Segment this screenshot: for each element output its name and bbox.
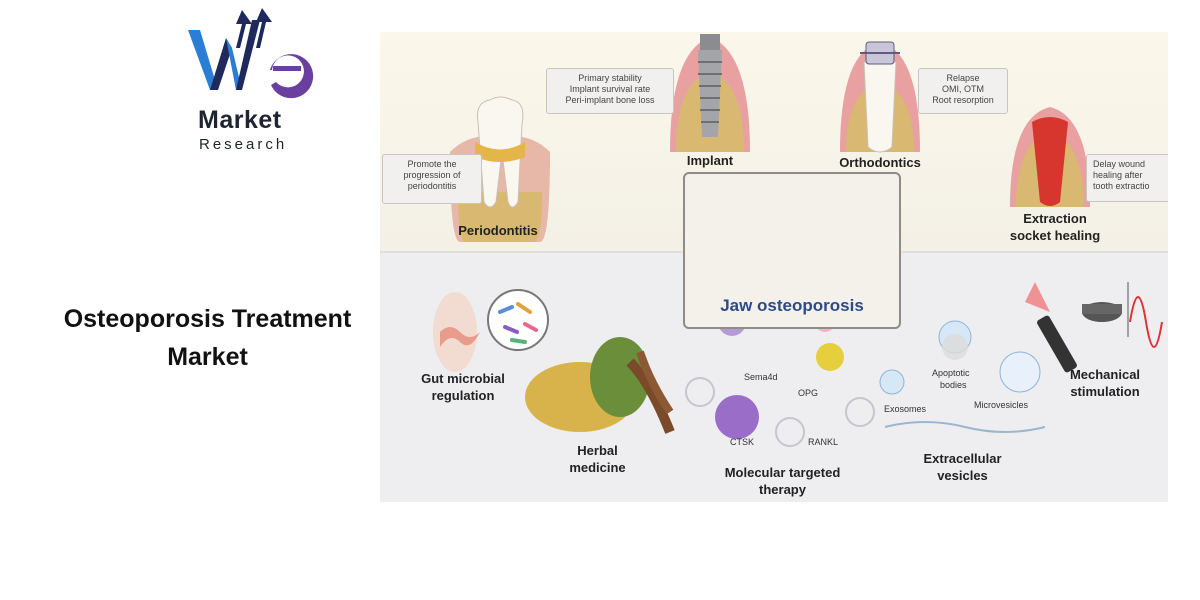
note-line: healing after (1093, 170, 1143, 180)
logo-wordmark-research: Research (199, 136, 288, 153)
vesicles-label-line-1: Extracellular (923, 451, 1002, 466)
mechanical-stimulation-label: Mechanical stimulation (1050, 366, 1160, 400)
gut-label-line-1: Gut microbial (421, 371, 505, 386)
jaw-osteoporosis-box: Jaw osteoporosis (683, 172, 901, 329)
gut-label-line-2: regulation (431, 388, 495, 403)
herbal-label-line-2: medicine (569, 460, 626, 475)
note-line: Primary stability (578, 73, 642, 83)
mechanical-label-line-2: stimulation (1070, 384, 1140, 399)
title-line-1: Osteoporosis Treatment (63, 305, 352, 333)
note-line: Root resorption (932, 95, 994, 105)
osteoporosis-diagram: Promote the progression of periodontitis… (380, 32, 1168, 502)
note-line: Relapse (946, 73, 980, 83)
brand-logo: Market Research (180, 8, 320, 153)
exosomes-label: Exosomes (884, 404, 927, 414)
ctsk-label: CTSK (730, 437, 755, 447)
herbal-label-line-1: Herbal (577, 443, 618, 458)
note-line: Delay wound (1093, 159, 1146, 169)
extracellular-vesicles-label: Extracellular vesicles (900, 450, 1025, 484)
logo-wordmark-market: Market (198, 106, 282, 134)
opg-label: OPG (798, 388, 819, 398)
note-line: tooth extractio (1093, 181, 1150, 191)
note-line: Implant survival rate (569, 84, 651, 94)
note-line: OMI, OTM (942, 84, 984, 94)
page-title: Osteoporosis Treatment Market (30, 300, 385, 376)
implant-note: Primary stability Implant survival rate … (546, 68, 674, 114)
herbal-medicine-icon (525, 337, 675, 434)
extracellular-vesicles-icon (879, 320, 1046, 433)
microvesicles-label: Microvesicles (974, 400, 1029, 410)
implant-icon (670, 34, 750, 152)
rankl-label: RANKL (808, 437, 839, 447)
extraction-note: Delay wound healing after tooth extracti… (1086, 154, 1168, 202)
molecular-label-line-2: therapy (759, 482, 806, 497)
molecular-label-line-1: Molecular targeted (724, 465, 841, 480)
extraction-label-line-1: Extraction (1023, 211, 1087, 226)
herbal-medicine-label: Herbal medicine (550, 442, 645, 476)
logo-mark-icon (188, 8, 314, 99)
note-line: Peri-implant bone loss (565, 95, 655, 105)
vesicles-label-line-2: vesicles (937, 468, 988, 483)
periodontitis-label: Periodontitis (458, 223, 538, 238)
title-line-2: Market (167, 343, 248, 371)
note-line: periodontitis (407, 181, 457, 191)
orthodontics-label: Orthodontics (839, 155, 921, 170)
apoptotic-label: Apoptotic (932, 368, 970, 378)
sema4d-label: Sema4d (744, 372, 778, 382)
extraction-socket-icon (1010, 107, 1090, 207)
jaw-osteoporosis-label: Jaw osteoporosis (720, 296, 864, 315)
gut-microbial-label: Gut microbial regulation (398, 370, 528, 404)
note-line: progression of (403, 170, 461, 180)
mechanical-label-line-1: Mechanical (1069, 367, 1141, 382)
orthodontics-note: Relapse OMI, OTM Root resorption (918, 68, 1008, 114)
molecular-therapy-label: Molecular targeted therapy (700, 464, 865, 498)
extraction-label-line-2: socket healing (1009, 228, 1101, 243)
bodies-label: bodies (940, 380, 967, 390)
gut-microbiome-icon (433, 289, 549, 372)
periodontitis-note: Promote the progression of periodontitis (382, 154, 482, 204)
implant-label: Implant (686, 153, 734, 168)
orthodontic-tooth-icon (840, 41, 920, 153)
note-line: Promote the (407, 159, 457, 169)
mechanical-stimulation-icon (1025, 282, 1163, 373)
extraction-label: Extraction socket healing (990, 210, 1120, 244)
